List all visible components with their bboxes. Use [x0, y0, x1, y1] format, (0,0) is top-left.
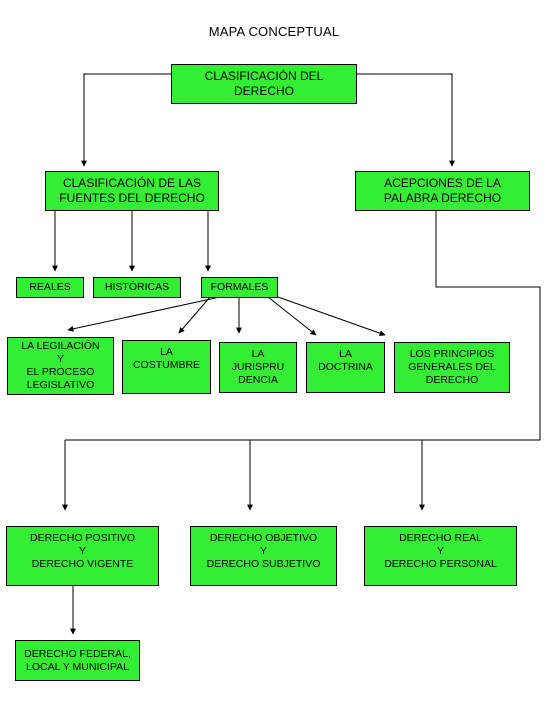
node-formales: FORMALES	[201, 277, 278, 298]
node-label-line: LA	[251, 348, 265, 360]
node-label-line: CLASIFICACIÓN DEL	[204, 69, 324, 83]
edge-root-fuentes	[81, 73, 171, 167]
node-label-line: DERECHO	[425, 374, 479, 386]
node-reales: REALES	[16, 277, 84, 298]
page-title: MAPA CONCEPTUAL	[208, 24, 340, 39]
edge-formales-principios	[277, 296, 386, 337]
node-label-line: DERECHO VIGENTE	[31, 558, 134, 570]
node-label-line: FORMALES	[210, 281, 269, 293]
node-label-line: LA	[339, 348, 352, 360]
node-label-line: DERECHO POSITIVO	[29, 532, 135, 544]
node-label-line: LOCAL Y MUNICIPAL	[26, 660, 129, 673]
edge-formales-legislacion	[67, 296, 221, 332]
node-label-line: DOCTRINA	[318, 361, 373, 373]
node-label-line: DERECHO	[233, 84, 294, 98]
node-label-line: DERECHO FEDERAL,	[24, 647, 131, 660]
node-label-line: PALABRA DERECHO	[383, 191, 502, 205]
node-label-line: JURISPRU	[231, 361, 285, 373]
node-label-line: Y	[259, 545, 267, 557]
node-label-line: DERECHO PERSONAL	[384, 558, 497, 570]
edge-formales-doctrina	[267, 296, 317, 336]
edge-formales-costumbre	[178, 296, 211, 334]
edge-acepciones-branch	[65, 211, 541, 441]
node-label-line: Y	[78, 545, 86, 557]
node-derecho-federal: DERECHO FEDERAL,LOCAL Y MUNICIPAL	[15, 640, 140, 681]
node-label-line: HISTÓRICAS	[104, 281, 170, 293]
node-label-line: ACEPCIONES DE LA	[384, 176, 501, 190]
node-label-line: Y	[436, 545, 444, 557]
node-label-line: DENCIA	[238, 374, 278, 386]
node-label-line: COSTUMBRE	[132, 359, 201, 371]
edge-root-acepciones	[356, 73, 455, 167]
node-label-line: LEGISLATIVO	[26, 379, 95, 391]
node-label-line: LA LEGILACIÓN	[21, 340, 100, 352]
node-label-line: DERECHO OBJETIVO	[209, 532, 318, 544]
node-label-line: LA	[160, 346, 173, 358]
node-historicas: HISTÓRICAS	[93, 277, 181, 298]
node-label-line: CLASIFICACIÓN DE LAS	[62, 176, 202, 190]
node-label-line: FUENTES DEL DERECHO	[59, 191, 205, 205]
node-label-line: Y	[56, 353, 64, 365]
node-label-line: EL PROCESO	[26, 366, 95, 378]
node-label-line: GENERALES DEL	[408, 361, 496, 373]
node-label-line: DERECHO REAL	[399, 532, 482, 544]
node-label-line: LOS PRINCIPIOS	[409, 348, 495, 360]
node-label-line: DERECHO SUBJETIVO	[206, 558, 321, 570]
node-label-line: REALES	[29, 281, 71, 293]
